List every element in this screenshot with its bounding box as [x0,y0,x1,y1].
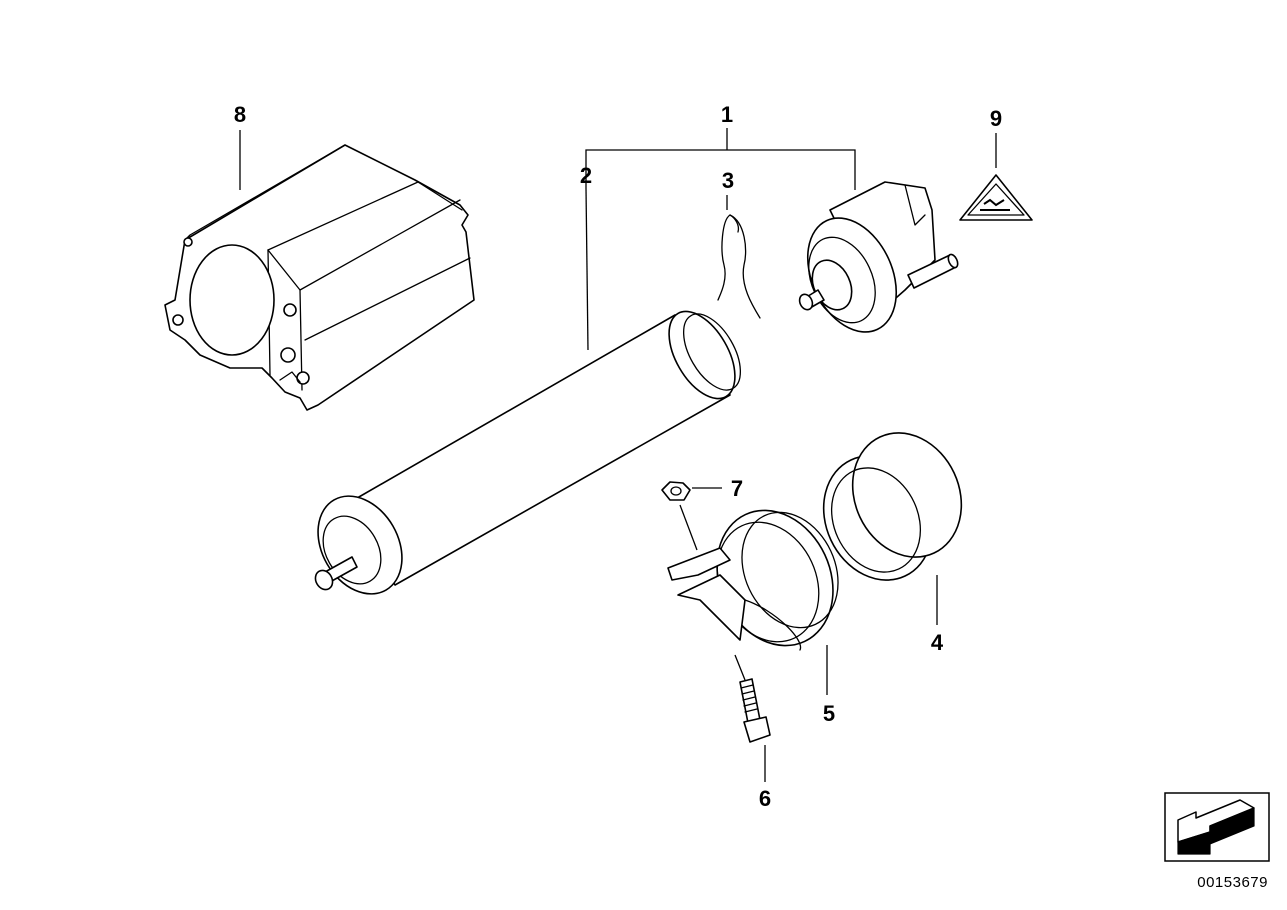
label-part-5: 5 [823,701,835,726]
direction-arrow-icon [1164,792,1270,862]
part-1-regulator [798,181,959,333]
part-5-clamp [667,509,839,651]
part-8-bracket [164,144,475,411]
part-3-clip [717,214,761,319]
label-part-9: 9 [990,106,1002,131]
reference-number: 00153679 [1197,874,1268,891]
label-part-2: 2 [580,163,592,188]
part-4-sleeve [822,432,963,581]
label-part-3: 3 [722,168,734,193]
label-part-1: 1 [721,102,733,127]
label-part-6: 6 [759,786,771,811]
warning-triangle-icon [959,174,1033,221]
label-part-7: 7 [731,476,743,501]
part-2-fuel-filter [314,310,742,595]
part-7-nut [661,481,691,501]
label-part-4: 4 [931,630,944,655]
leader-lines [239,128,997,782]
part-labels: 1 2 3 4 5 6 7 8 9 [234,102,1002,811]
part-6-bolt [739,678,771,743]
label-part-8: 8 [234,102,246,127]
